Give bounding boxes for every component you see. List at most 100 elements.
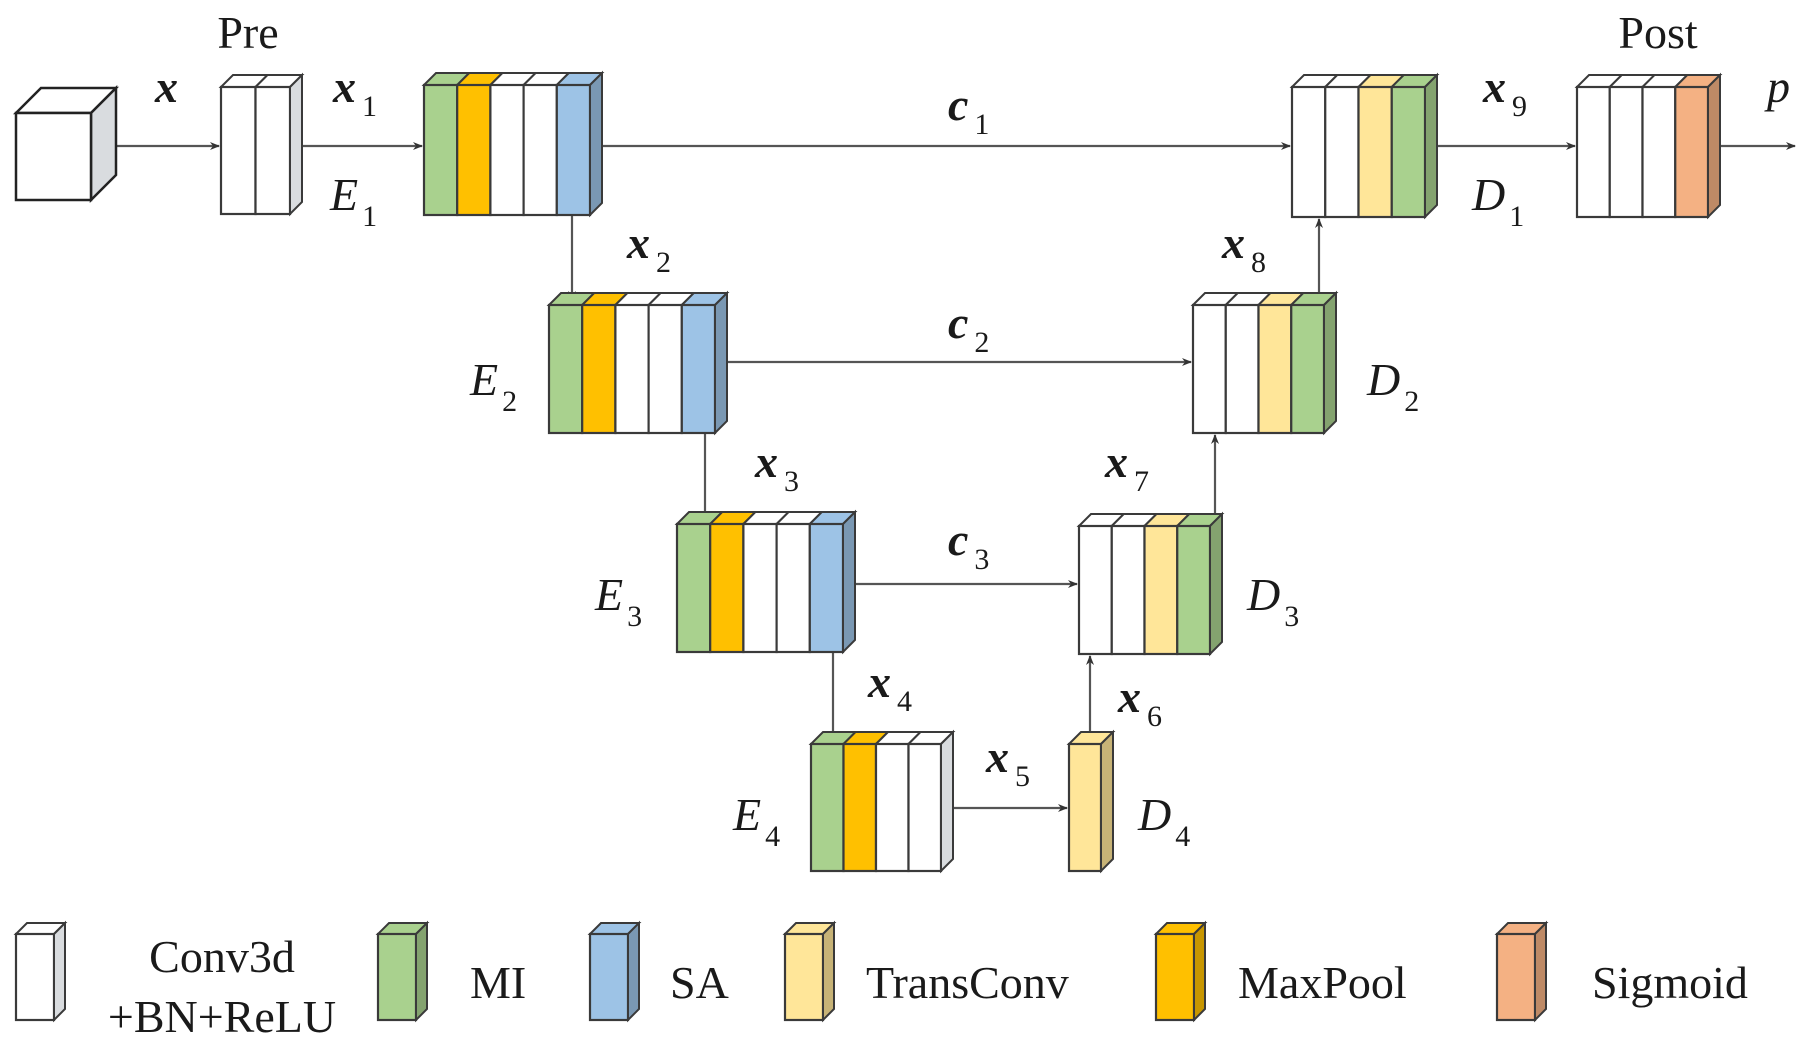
var-subscript: 3: [784, 465, 799, 498]
slab-side-face: [940, 729, 954, 874]
layer-conv: [1322, 74, 1373, 219]
legend-swatch-conv: [13, 920, 68, 1023]
input-volume-icon: [12, 84, 120, 204]
slab-front-face: [14, 932, 56, 1022]
legend-swatch-icon: [782, 920, 837, 1023]
slab-front-face: [1191, 303, 1227, 435]
layer-mi: [421, 72, 472, 217]
slab-front-face: [1674, 85, 1710, 219]
var-base: x: [332, 61, 356, 112]
slab-front-face: [775, 522, 811, 654]
var-base: x: [1482, 61, 1506, 112]
slab-side-face: [415, 920, 428, 1023]
var-subscript: 8: [1251, 246, 1266, 279]
slab-front-face: [1143, 524, 1179, 656]
slab-front-face: [1357, 85, 1393, 219]
block-title-pre: Pre: [217, 7, 278, 58]
slab-front-face: [1290, 85, 1327, 219]
slab-side-face: [1323, 290, 1337, 436]
layer-conv: [646, 292, 697, 435]
var-base: x: [154, 61, 178, 112]
slab-front-face: [489, 83, 525, 217]
legend-swatch-maxpool: [1153, 920, 1208, 1023]
var-subscript: 1: [362, 90, 377, 123]
slab-front-face: [742, 522, 778, 654]
slab-front-face: [547, 303, 584, 435]
legend-swatch-icon: [587, 920, 642, 1023]
slab-front-face: [422, 83, 459, 217]
legend-item-conv: Conv3d+BN+ReLU: [13, 920, 336, 1042]
slab-side-face: [1209, 511, 1223, 657]
layer-conv: [1640, 74, 1690, 219]
slab-front-face: [1641, 85, 1677, 219]
legend-item-mi: MI: [375, 920, 526, 1023]
block-D2: [1190, 290, 1339, 436]
legend-swatch-mi: [375, 920, 430, 1023]
layer-mi: [546, 292, 597, 435]
legend-item-transconv: TransConv: [782, 920, 1069, 1023]
layer-transconv: [1066, 729, 1116, 874]
block-D4: [1066, 729, 1116, 874]
layer-mi: [674, 511, 725, 654]
layer-sa: [679, 290, 730, 436]
slab-front-face: [1324, 85, 1360, 219]
layer-mi: [1174, 511, 1225, 657]
legend-swatch-transconv: [782, 920, 837, 1023]
slab-front-face: [1290, 303, 1326, 435]
slab-front-face: [1067, 742, 1103, 873]
legend-label: SA: [670, 957, 729, 1008]
var-subscript: 5: [1015, 760, 1030, 793]
var-subscript: 6: [1147, 700, 1162, 733]
var-base: c: [948, 514, 968, 565]
legend-swatch-icon: [1494, 920, 1549, 1023]
layer-maxpool: [579, 292, 630, 435]
slab-front-face: [1077, 524, 1113, 656]
slab-side-face: [627, 920, 640, 1023]
layer-transconv: [1142, 513, 1192, 656]
slab-front-face: [874, 742, 910, 873]
slab-side-face: [53, 920, 66, 1023]
block-title-post: Post: [1618, 7, 1697, 58]
var-subscript: 2: [656, 246, 671, 279]
slab-front-face: [842, 742, 878, 873]
layer-conv: [612, 292, 664, 435]
slab-front-face: [254, 85, 292, 216]
layer-conv: [873, 731, 923, 873]
var-base: x: [1117, 671, 1141, 722]
slab-front-face: [1224, 303, 1260, 435]
var-subscript: 2: [974, 326, 989, 359]
slab-front-face: [1110, 524, 1146, 656]
slab-front-face: [581, 303, 617, 435]
block-E4: [808, 729, 956, 874]
legend-item-maxpool: MaxPool: [1153, 920, 1407, 1023]
layer-mi: [1389, 72, 1440, 220]
layer-transconv: [1256, 292, 1306, 435]
slab-front-face: [808, 522, 845, 654]
block-D3: [1076, 511, 1225, 657]
var-subscript: 3: [974, 543, 989, 576]
legend-label: Conv3d: [149, 931, 295, 982]
var-base: x: [754, 436, 778, 487]
var-base: x: [867, 656, 891, 707]
layer-conv: [774, 511, 825, 654]
legend-swatch-icon: [13, 920, 68, 1023]
var-base: c: [948, 297, 968, 348]
blocks: [12, 70, 1723, 874]
layer-conv: [1607, 74, 1657, 219]
layer-mi: [1288, 290, 1339, 436]
slab-front-face: [1176, 524, 1212, 656]
slab-front-face: [809, 742, 845, 873]
